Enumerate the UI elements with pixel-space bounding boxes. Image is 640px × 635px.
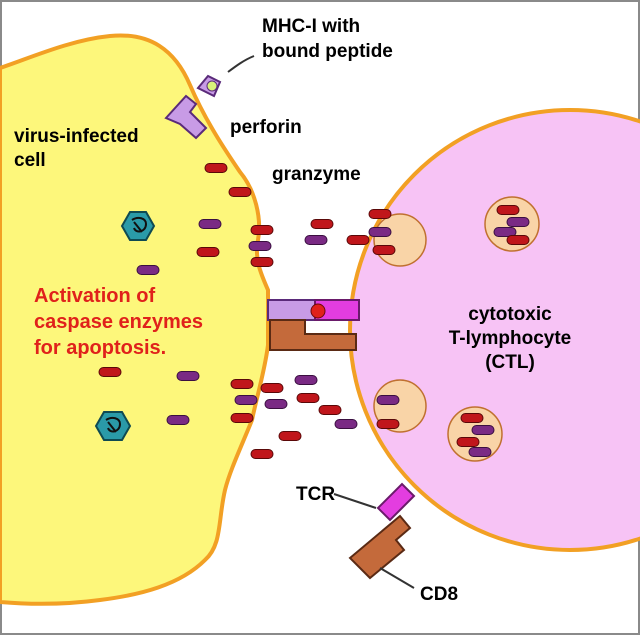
infected-cell-label-line2: cell — [14, 150, 46, 171]
virus-icon — [94, 411, 132, 441]
mhc-i-receptor-top — [164, 74, 222, 140]
perforin-label: perforin — [230, 117, 302, 138]
mhc-label-line2: bound peptide — [262, 41, 393, 62]
ctl-label-line2: T-lymphocyte — [449, 328, 571, 349]
activation-label-line1: Activation of — [34, 285, 155, 307]
cd8-label: CD8 — [420, 584, 458, 605]
granule — [484, 196, 540, 252]
cd8-receptor — [348, 514, 412, 580]
infected-cell-label-line1: virus-infected — [14, 126, 139, 147]
ctl-cell — [348, 108, 640, 552]
activation-label-line2: caspase enzymes — [34, 311, 203, 333]
tcr-receptor — [376, 482, 416, 522]
tcr-leader-line — [333, 493, 377, 509]
granzyme-label: granzyme — [272, 164, 361, 185]
ctl-label-line3: (CTL) — [485, 352, 535, 373]
activation-label-line3: for apoptosis. — [34, 337, 166, 359]
granule — [447, 406, 503, 462]
virus-icon — [120, 211, 156, 241]
mhc-tcr-cd8-complex — [267, 299, 360, 351]
tcr-label: TCR — [296, 484, 335, 505]
ctl-label-line1: cytotoxic — [468, 304, 552, 325]
mhc-label-line1: MHC-I with — [262, 16, 360, 37]
mhc-leader-line — [227, 55, 255, 73]
granule-fusing — [373, 213, 427, 267]
cd8-leader-line — [379, 567, 415, 589]
